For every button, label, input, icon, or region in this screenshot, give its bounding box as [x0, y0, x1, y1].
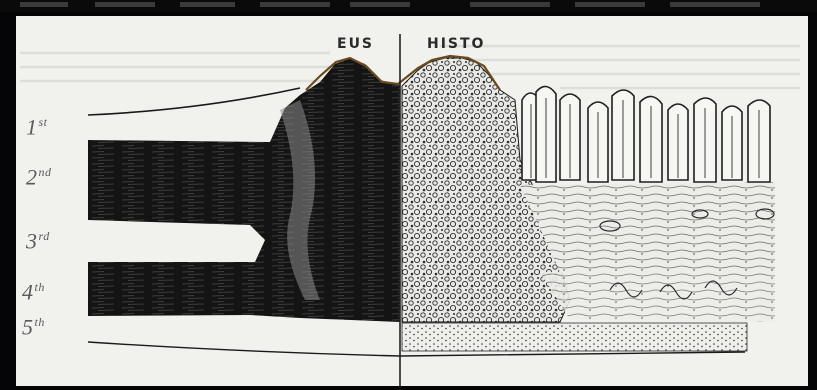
- layer-label-5: 5th: [22, 316, 45, 338]
- layer-label-5-suffix: th: [35, 315, 45, 329]
- layer-label-1-number: 1: [26, 114, 38, 139]
- layer-label-2-suffix: nd: [39, 165, 52, 179]
- layer-label-4-suffix: th: [35, 280, 45, 294]
- layer-label-4-number: 4: [22, 279, 34, 304]
- layer-label-3-suffix: rd: [39, 229, 50, 243]
- left-frame-edge: [0, 12, 16, 390]
- histo-muscularis: [540, 270, 775, 322]
- histo-submucosa: [520, 182, 775, 275]
- layer-label-5-number: 5: [22, 314, 34, 339]
- histo-header: HISTO: [427, 37, 485, 51]
- right-frame-edge: [808, 12, 817, 390]
- histo-serosa: [402, 323, 747, 351]
- layer-label-3-number: 3: [26, 228, 38, 253]
- layer-label-3: 3rd: [26, 230, 50, 252]
- layer-label-1: 1st: [26, 116, 48, 138]
- eus-header: EUS: [337, 37, 374, 51]
- layer-label-4: 4th: [22, 281, 45, 303]
- layer-label-2-number: 2: [26, 164, 38, 189]
- bottom-frame-edge: [0, 386, 817, 390]
- layer-label-1-suffix: st: [39, 115, 48, 129]
- layer-label-2: 2nd: [26, 166, 52, 188]
